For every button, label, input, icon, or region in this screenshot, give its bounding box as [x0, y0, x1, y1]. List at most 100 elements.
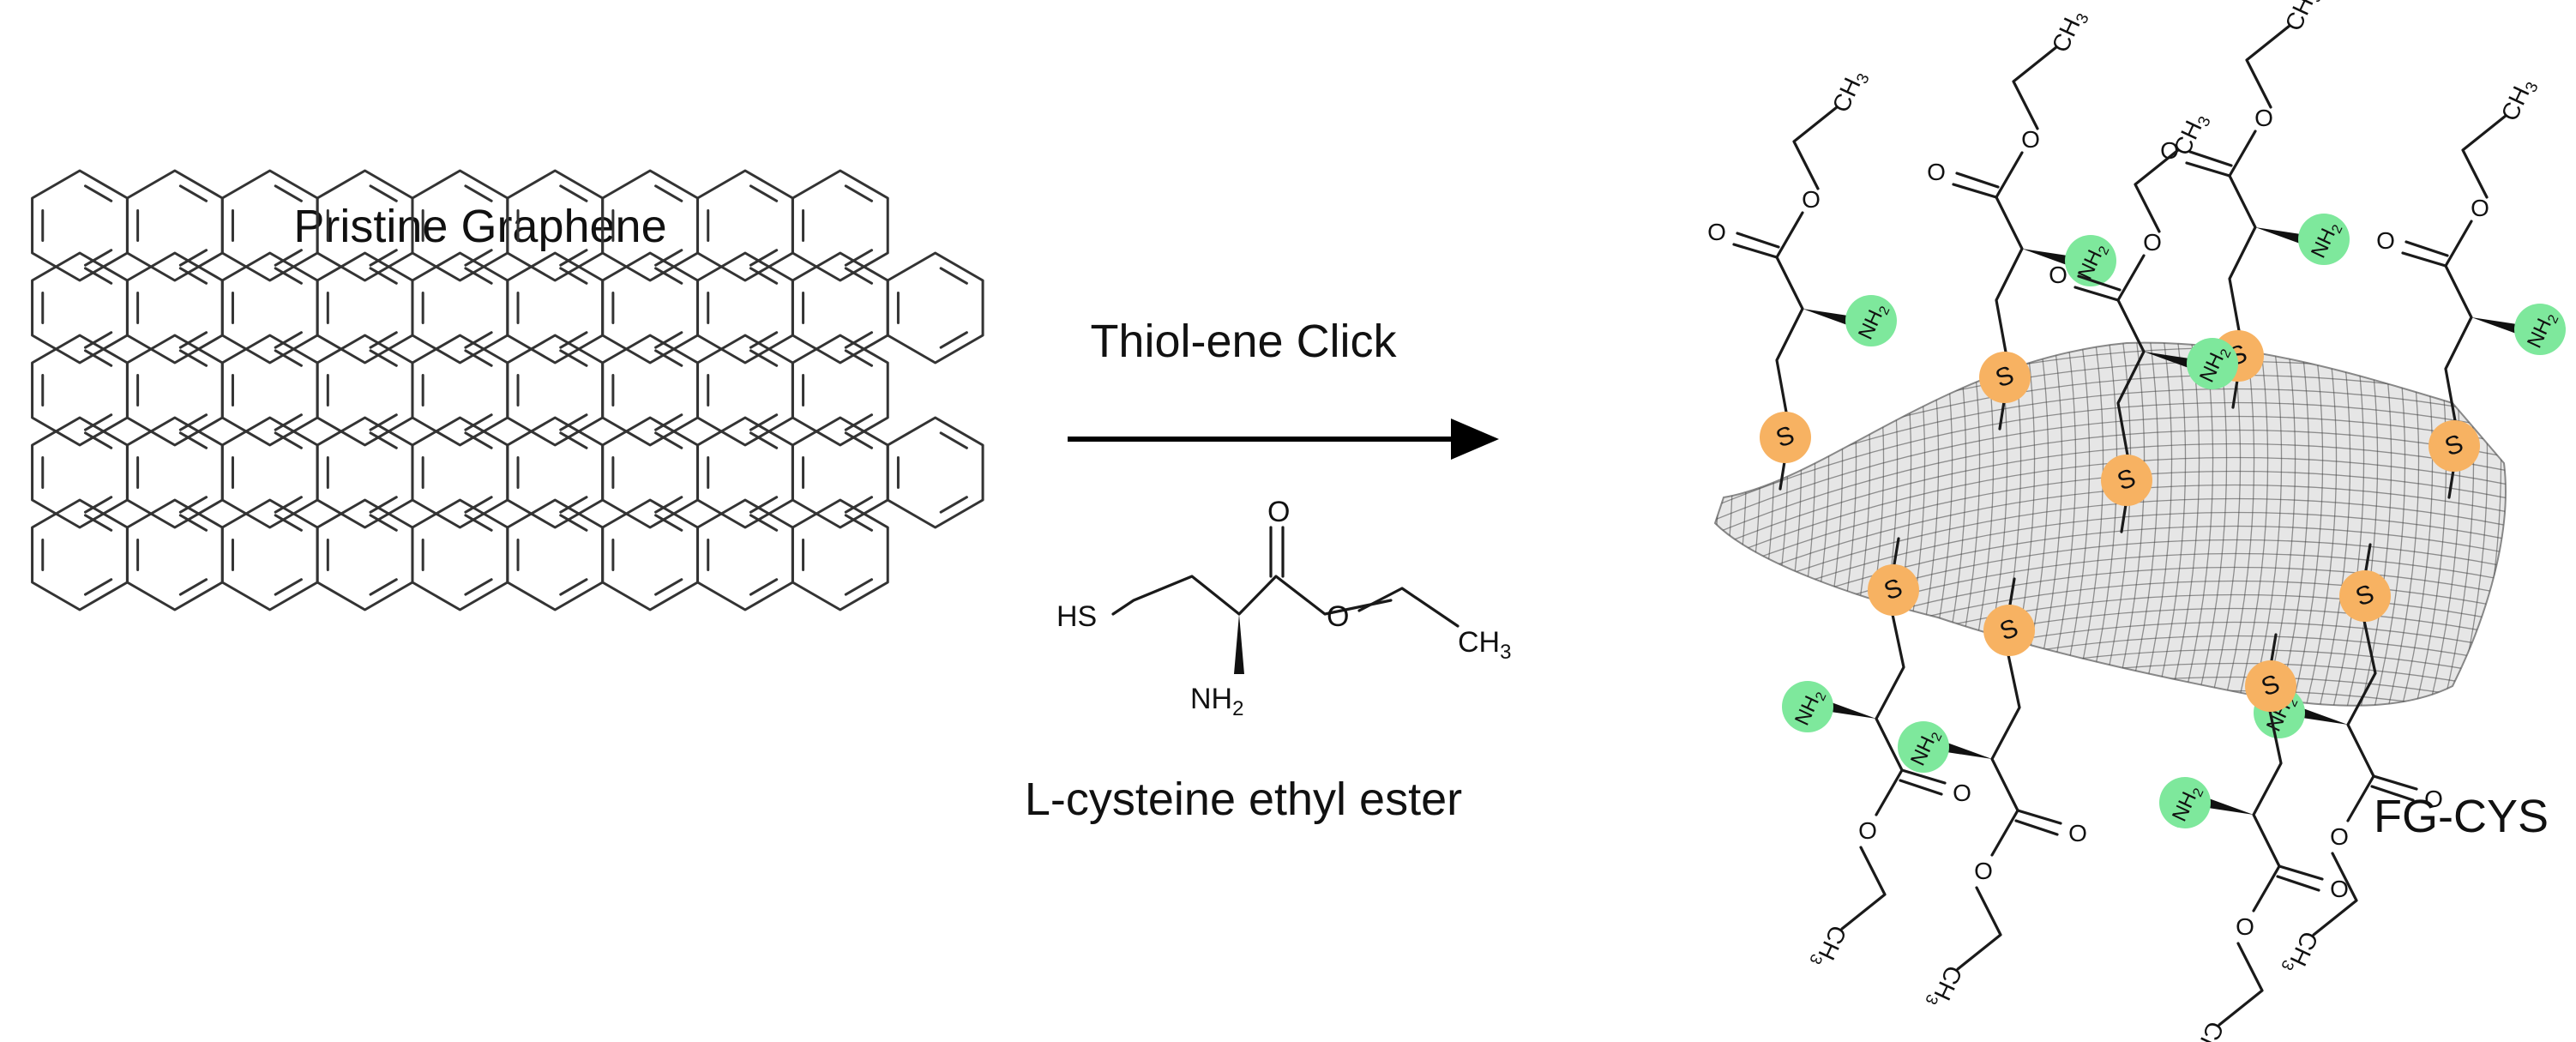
graphene-ring — [125, 334, 224, 447]
double-bond — [559, 331, 588, 349]
double-bond — [559, 349, 588, 367]
bond — [2346, 774, 2375, 822]
double-bond — [369, 184, 398, 202]
carbonyl-oxygen-label: O — [1267, 496, 1290, 528]
bond — [2007, 577, 2016, 611]
double-bond — [178, 578, 208, 596]
bond — [2269, 633, 2278, 667]
double-bond — [654, 267, 683, 285]
double-bond — [369, 267, 398, 285]
functionalized-graphene-sheet — [1713, 341, 2507, 707]
double-bond — [83, 514, 113, 532]
sulfur-bead: S — [2245, 660, 2296, 712]
sheet-mesh-line — [1715, 401, 2506, 510]
sheet-mesh-line — [1715, 443, 2506, 551]
graphene-ring — [696, 334, 794, 447]
graphene-ring — [31, 169, 129, 282]
double-bond — [464, 496, 493, 514]
oxygen-label: O — [1802, 186, 1821, 213]
stereo-wedge — [1829, 702, 1876, 719]
oxygen-label: O — [2160, 137, 2179, 164]
double-bond — [178, 331, 208, 349]
graphene-ring — [791, 498, 889, 611]
bond — [2116, 254, 2146, 302]
bond — [1892, 537, 1900, 571]
reaction-arrow — [1068, 419, 1499, 460]
oxygen-label: O — [2424, 786, 2443, 812]
bond — [2346, 615, 2377, 778]
reaction-condition-label: Thiol-ene Click — [1090, 316, 1397, 367]
double-bond — [369, 249, 398, 267]
reagent-name-label: L-cysteine ethyl ester — [1025, 774, 1462, 825]
stereo-wedge — [1803, 309, 1850, 326]
bond — [2188, 150, 2233, 167]
double-bond — [178, 249, 208, 267]
double-bond — [654, 578, 683, 596]
graphene-ring — [411, 498, 509, 611]
cysteine-arms: OOCH3NH2SOOCH3NH2SOOCH3NH2SOOCH3NH2SOOCH… — [1707, 0, 2566, 1042]
sheet-mesh-line — [1715, 511, 2506, 620]
graphene-ring — [696, 416, 794, 529]
bond — [2116, 298, 2146, 461]
graphene-ring — [506, 416, 605, 529]
bond — [2218, 942, 2264, 1027]
product-name-label: FG-CYS — [2374, 791, 2549, 842]
double-bond — [464, 578, 493, 596]
graphene-ring — [316, 416, 414, 529]
graphene-ring — [220, 416, 319, 529]
double-bond — [83, 331, 113, 349]
graphene-ring — [316, 251, 414, 364]
bond — [1990, 809, 2019, 857]
methyl-label: CH3 — [2280, 0, 2326, 37]
graphene-ring — [316, 334, 414, 447]
double-bond — [749, 578, 779, 596]
sulfur-bead: S — [2339, 570, 2391, 622]
double-bond — [749, 249, 779, 267]
graphene-ring — [220, 334, 319, 447]
double-bond — [274, 578, 303, 596]
double-bond — [559, 249, 588, 267]
double-bond — [178, 514, 208, 532]
double-bond — [83, 349, 113, 367]
bond — [1956, 886, 2002, 971]
double-bond — [749, 267, 779, 285]
amine-bead: NH2 — [2065, 235, 2116, 286]
bond — [1775, 211, 1804, 259]
stereo-wedge — [2301, 708, 2348, 725]
oxygen-label: O — [1858, 817, 1877, 844]
graphene-ring — [31, 251, 129, 364]
double-bond — [749, 349, 779, 367]
amine-bead: NH2 — [2514, 304, 2566, 355]
double-bond — [464, 331, 493, 349]
double-bond — [654, 184, 683, 202]
graphene-ring — [506, 334, 605, 447]
bond — [1995, 196, 2024, 358]
amine-bead: NH2 — [1845, 295, 1897, 346]
double-bond — [274, 349, 303, 367]
bond — [1736, 232, 1780, 249]
double-bond — [559, 578, 588, 596]
bond — [1792, 105, 1839, 190]
oxygen-label: O — [2376, 227, 2395, 254]
sheet-mesh-line — [2146, 342, 2187, 706]
double-bond — [939, 267, 968, 285]
double-bond — [654, 496, 683, 514]
bond — [1900, 768, 1947, 785]
double-bond — [369, 349, 398, 367]
graphene-ring — [411, 251, 509, 364]
bond — [2276, 875, 2320, 892]
sulfur-bead: S — [1760, 412, 1811, 463]
graphene-ring — [31, 416, 129, 529]
double-bond — [749, 496, 779, 514]
bond — [2404, 240, 2449, 257]
graphene-ring — [791, 334, 889, 447]
bond — [1840, 846, 1887, 931]
bond — [2370, 785, 2415, 802]
sheet-mesh-line — [1715, 497, 2506, 606]
double-bond — [844, 349, 874, 367]
bond — [2461, 114, 2507, 199]
double-bond — [369, 578, 398, 596]
double-bond — [178, 349, 208, 367]
double-bond — [83, 431, 113, 449]
